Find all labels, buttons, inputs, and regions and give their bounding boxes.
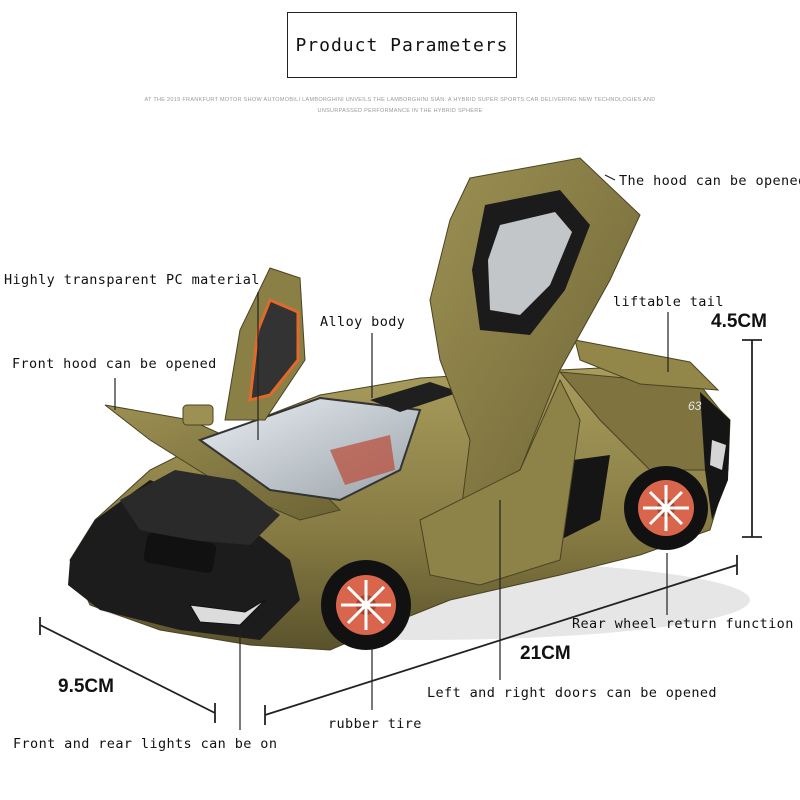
model-badge: 63 bbox=[688, 399, 702, 413]
length-dim-line bbox=[264, 564, 738, 716]
height-dimension-label: 4.5CM bbox=[711, 311, 767, 332]
callout-alloy-body: Alloy body bbox=[320, 314, 406, 330]
subtitle-text: AT THE 2019 FRANKFURT MOTOR SHOW AUTOMOB… bbox=[130, 95, 670, 117]
callout-liftable-tail: liftable tail bbox=[613, 294, 724, 310]
subtitle-line-1: AT THE 2019 FRANKFURT MOTOR SHOW AUTOMOB… bbox=[144, 97, 656, 103]
liftable-tail bbox=[574, 339, 720, 391]
title-box: Product Parameters bbox=[287, 12, 517, 78]
callout-rubber-tire: rubber tire bbox=[328, 716, 422, 732]
leader-hood bbox=[604, 174, 616, 181]
subtitle-line-2: UNSURPASSED PERFORMANCE IN THE HYBRID SP… bbox=[317, 108, 483, 114]
callout-lights: Front and rear lights can be on bbox=[13, 736, 278, 752]
front-emblem-block bbox=[143, 532, 217, 574]
rear-light bbox=[710, 440, 726, 470]
callout-doors: Left and right doors can be opened bbox=[427, 685, 717, 701]
length-dimension-label: 21CM bbox=[520, 643, 571, 664]
front-wheel bbox=[321, 560, 411, 650]
callout-rear-wheel: Rear wheel return function bbox=[572, 616, 794, 632]
rear-wheel bbox=[624, 466, 708, 550]
width-dimension-label: 9.5CM bbox=[58, 676, 114, 697]
page-title: Product Parameters bbox=[295, 34, 509, 56]
lower-door-panel bbox=[419, 378, 581, 586]
hood-support bbox=[182, 404, 214, 426]
roof-window bbox=[370, 382, 460, 412]
callout-front-hood: Front hood can be opened bbox=[12, 356, 217, 372]
width-dim-line bbox=[39, 624, 216, 714]
headlight bbox=[189, 599, 266, 626]
right-door-glass bbox=[488, 212, 572, 315]
callout-pc-material: Highly transparent PC material bbox=[4, 272, 260, 288]
front-bay bbox=[120, 470, 280, 545]
cabin-interior bbox=[330, 435, 395, 485]
callout-hood-opened: The hood can be opened bbox=[619, 173, 800, 189]
